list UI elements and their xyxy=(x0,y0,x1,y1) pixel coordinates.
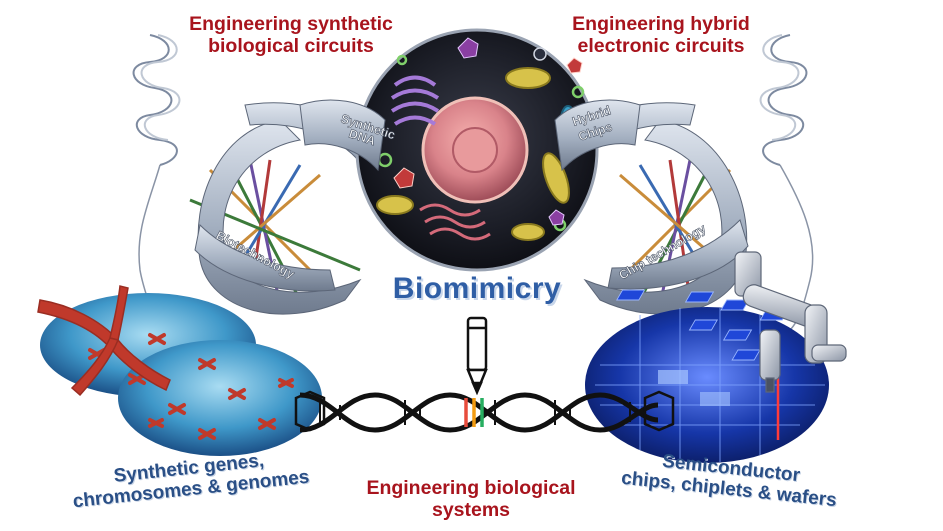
ribbon-biotechnology xyxy=(194,223,336,292)
label-biomimicry: Biomimicry xyxy=(392,272,562,305)
bottom-dna-helix xyxy=(294,390,675,433)
chromosome-dish xyxy=(37,285,322,456)
pencil-icon xyxy=(466,316,488,396)
ribbon-synthetic-dna xyxy=(299,99,386,172)
ribbon-chip-technology xyxy=(607,219,749,290)
floating-chips xyxy=(616,289,789,361)
right-helix-coil xyxy=(759,34,814,331)
label-synthetic-biological-circuits: Engineering synthetic biological circuit… xyxy=(189,13,393,57)
cell-sphere xyxy=(355,28,599,272)
label-hybrid-electronic-circuits: Engineering hybrid electronic circuits xyxy=(572,13,750,57)
robot-arm xyxy=(734,251,847,393)
label-engineering-biological-systems: Engineering biological systems xyxy=(366,477,576,521)
ribbon-hybrid-chips xyxy=(554,99,641,172)
